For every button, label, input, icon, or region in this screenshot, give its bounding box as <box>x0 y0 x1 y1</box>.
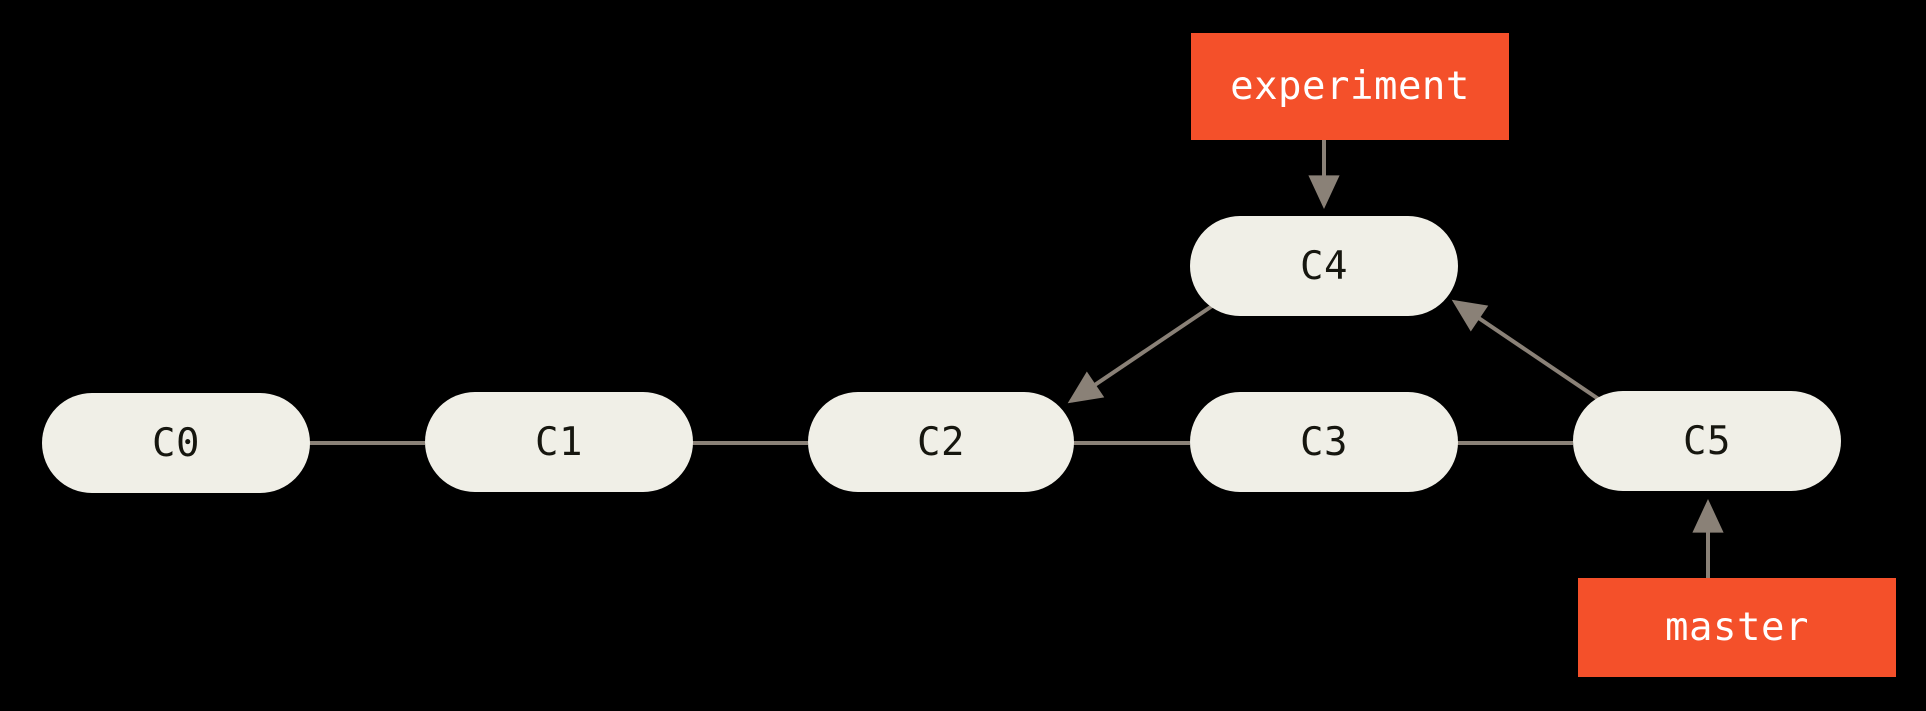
commit-label-c5: C5 <box>1683 418 1731 464</box>
commit-node-c2[interactable]: C2 <box>808 392 1074 492</box>
commit-label-c2: C2 <box>917 419 965 465</box>
branch-label-master-text: master <box>1665 605 1809 650</box>
branch-label-experiment-text: experiment <box>1230 64 1470 109</box>
edge-c4-to-c2 <box>1067 300 1220 404</box>
branch-label-master[interactable]: master <box>1578 578 1896 677</box>
commit-node-c0[interactable]: C0 <box>42 393 310 493</box>
commit-label-c3: C3 <box>1300 419 1348 465</box>
edge-c5-to-c4 <box>1451 299 1602 402</box>
commit-label-c4: C4 <box>1300 243 1348 289</box>
branch-label-experiment[interactable]: experiment <box>1191 33 1509 140</box>
commit-label-c0: C0 <box>152 420 200 466</box>
commit-node-c4[interactable]: C4 <box>1190 216 1458 316</box>
commit-label-c1: C1 <box>535 419 583 465</box>
commit-node-c1[interactable]: C1 <box>425 392 693 492</box>
commit-node-c3[interactable]: C3 <box>1190 392 1458 492</box>
commit-node-c5[interactable]: C5 <box>1573 391 1841 491</box>
